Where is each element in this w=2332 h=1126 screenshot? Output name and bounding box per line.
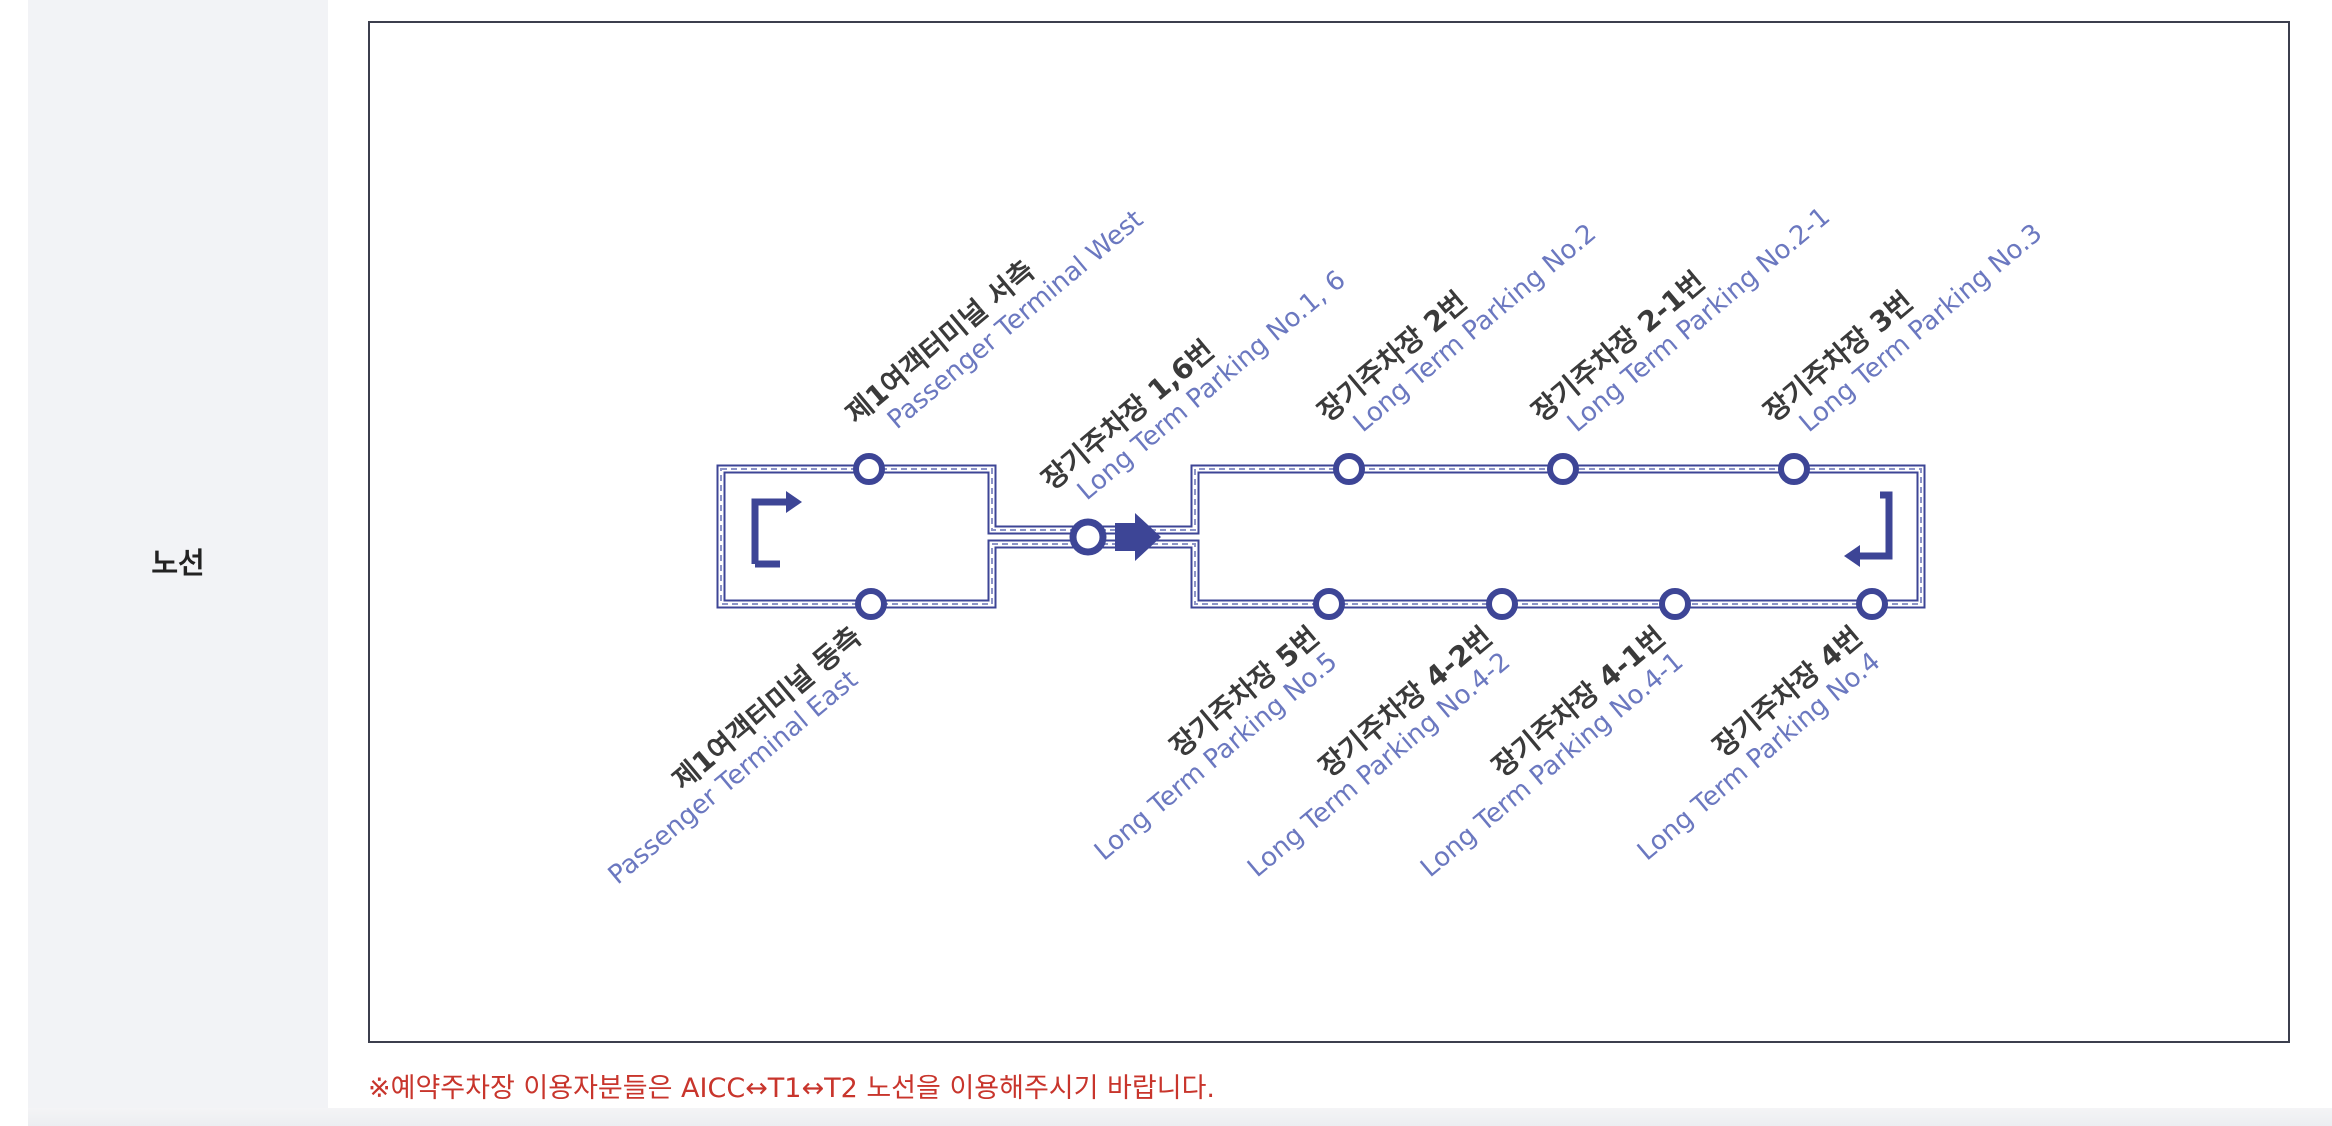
left-margin <box>0 0 28 1126</box>
stop-marker-p5 <box>1313 588 1345 620</box>
svg-text:Passenger Terminal West: Passenger Terminal West <box>882 204 1149 435</box>
stop-marker-p3 <box>1778 453 1810 485</box>
stop-marker-p4 <box>1856 588 1888 620</box>
stop-marker-p16 <box>1069 518 1107 556</box>
stop-label-t1-east: 제1여객터미널 동측 Passenger Terminal East <box>603 620 868 891</box>
stop-marker-t1-east <box>855 588 887 620</box>
route-line <box>716 464 1926 609</box>
route-map: 제1여객터미널 서측 Passenger Terminal West 장기주차장… <box>603 202 2048 891</box>
row-label: 노선 <box>151 546 205 580</box>
route-map-frame: 제1여객터미널 서측 Passenger Terminal West 장기주차장… <box>368 21 2290 1043</box>
row-label-cell <box>28 0 328 1126</box>
stop-marker-p2 <box>1333 453 1365 485</box>
reservation-notice: ※예약주차장 이용자분들은 AICC↔T1↔T2 노선을 이용해주시기 바랍니다… <box>368 1073 1216 1104</box>
stop-marker-p42 <box>1486 588 1518 620</box>
stop-marker-t1-west <box>853 453 885 485</box>
direction-arrow-icon <box>1115 513 1161 561</box>
bottom-edge <box>28 1108 2332 1126</box>
stop-marker-p21 <box>1547 453 1579 485</box>
turn-right-arrow-icon <box>751 491 802 568</box>
svg-text:Long Term Parking No.3: Long Term Parking No.3 <box>1794 218 2048 438</box>
stop-marker-p41 <box>1659 588 1691 620</box>
stop-label-t1-west: 제1여객터미널 서측 Passenger Terminal West <box>839 204 1149 435</box>
stop-markers <box>853 453 1888 620</box>
svg-text:Passenger Terminal East: Passenger Terminal East <box>603 665 864 891</box>
turn-left-arrow-icon <box>1844 491 1893 567</box>
